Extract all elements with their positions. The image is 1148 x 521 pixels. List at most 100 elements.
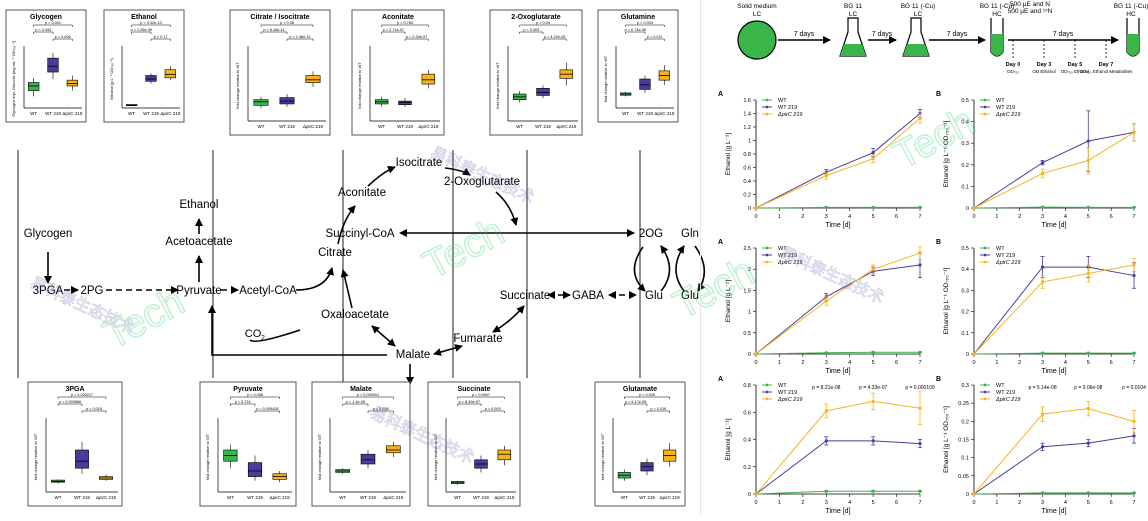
- data-point: [1086, 139, 1090, 143]
- chart-xtick-label: 1: [995, 500, 998, 506]
- data-point: [1040, 412, 1045, 416]
- p-value-label: p = 1.26e-09: [131, 28, 152, 32]
- boxplot-category: ΔpirC 219: [96, 495, 117, 500]
- chart-ytick-label: 0.8: [743, 152, 751, 158]
- node-oxaloacetate: Oxaloacetate: [321, 309, 389, 321]
- boxplot-category: ΔpirC 219: [62, 111, 83, 116]
- chart-ytick-label: 0.3: [961, 383, 969, 389]
- chart-ytick-label: 0.6: [743, 166, 751, 172]
- legend-label: WT: [778, 246, 787, 252]
- chart-ytick-label: 1.6: [743, 98, 751, 104]
- series-line-2: [755, 117, 921, 209]
- p-value-label: p = 1.1e-06: [346, 400, 365, 404]
- legend-label: WT 219: [778, 390, 797, 396]
- chart-xtick-label: 5: [872, 500, 875, 506]
- boxplot-category: WT 219: [45, 111, 61, 116]
- node-gln: Gln: [681, 228, 699, 240]
- node-pg2: 2PG: [80, 285, 103, 297]
- legend-label: WT 219: [778, 253, 797, 259]
- workflow-step-top: Solid medium: [737, 3, 776, 10]
- boxplot-ylabel: fold change relative to WT: [603, 55, 608, 102]
- boxplot-title: Malate: [350, 386, 372, 393]
- significance-bracket: [367, 410, 394, 413]
- chart-ytick-label: 0: [748, 206, 751, 212]
- legend-marker: [765, 260, 769, 264]
- boxplot-category: WT: [30, 111, 37, 116]
- chart-xtick-label: 6: [1110, 360, 1113, 366]
- chart-ytick-label: 0.25: [958, 401, 969, 407]
- chart-xtick-label: 0: [754, 214, 757, 220]
- series-line-1: [755, 264, 921, 355]
- boxplot-box: [253, 99, 269, 106]
- data-point: [972, 492, 976, 496]
- legend-label: ΔpirC 219: [777, 260, 802, 266]
- node-pyruvate: Pyruvate: [176, 285, 221, 297]
- chart-ytick-label: 0.4: [961, 120, 969, 126]
- chart-xlabel: Time [d]: [1041, 508, 1066, 515]
- legend-marker: [983, 383, 987, 387]
- chart-xtick-label: 4: [848, 500, 851, 506]
- legend-label: WT: [778, 383, 787, 389]
- boxplot-category: WT: [622, 111, 629, 116]
- series-line-2: [973, 131, 1135, 209]
- legend-marker: [765, 112, 769, 116]
- data-point: [1040, 491, 1045, 495]
- data-point: [918, 263, 922, 267]
- flask-culture: [903, 44, 929, 56]
- data-point: [918, 406, 922, 410]
- workflow-arrow-label: 7 days: [872, 31, 893, 38]
- data-point: [1132, 419, 1136, 423]
- node-acetylcoa: Acetyl-CoA: [239, 285, 297, 297]
- data-point: [918, 441, 922, 446]
- p-value-label: p = 0.016: [650, 407, 666, 411]
- workflow-step-bottom: HC: [1126, 11, 1136, 18]
- chart-ytick-label: 1.2: [743, 125, 751, 131]
- legend-marker: [765, 105, 769, 109]
- significance-bracket: [480, 410, 505, 413]
- data-point: [871, 151, 875, 155]
- legend-marker: [765, 246, 769, 250]
- boxplot-ylabel: fold change relative to WT: [495, 62, 500, 109]
- p-value-label: p = 4.22e-05: [544, 35, 565, 39]
- arrow-glu-2og: [660, 245, 671, 292]
- boxplot-ylabel: fold change relative to WT: [600, 433, 605, 480]
- arrow-aconitate-isocitrate: [367, 166, 396, 187]
- chart-ytick-label: 1.5: [743, 288, 751, 294]
- node-og2: 2OG: [639, 228, 663, 240]
- data-point: [918, 205, 922, 209]
- data-point: [1132, 273, 1136, 278]
- node-isocitrate: Isocitrate: [396, 157, 443, 169]
- data-point: [1040, 351, 1045, 355]
- chart-xtick-label: 4: [848, 214, 851, 220]
- data-point: [1086, 491, 1090, 495]
- chart-ylabel: Ethanol [g L⁻¹ OD₇₅₀⁻¹]: [943, 267, 950, 334]
- boxplot-frame: [103, 9, 185, 123]
- chart-xtick-label: 4: [848, 360, 851, 366]
- chart-ytick-label: 0: [748, 352, 751, 358]
- chart-xtick-label: 3: [1041, 360, 1044, 366]
- boxplot-ylabel: Ethanol [g L⁻¹ OD₇₅₀⁻¹]: [109, 58, 114, 99]
- workflow-arrow-label: 7 days: [1053, 31, 1074, 38]
- legend-marker: [983, 253, 987, 257]
- chart-ytick-label: 0.4: [961, 267, 969, 273]
- significance-bracket: [230, 403, 256, 406]
- arrow-2og-glu: [633, 246, 646, 292]
- significance-bracket: [57, 396, 107, 399]
- boxplot-category: ΔpirC 219: [660, 495, 681, 500]
- day-label: Day 5: [1068, 62, 1083, 68]
- data-point: [1040, 161, 1045, 165]
- boxplot-category: WT 219: [639, 495, 655, 500]
- chart-xtick-label: 7: [1132, 500, 1135, 506]
- chart-ytick-label: 0.5: [961, 98, 969, 104]
- arrow-oxalo-citrate: [340, 269, 353, 309]
- boxplot-frame: [597, 9, 679, 123]
- boxplot-category: WT: [227, 495, 234, 500]
- boxplot-box: [360, 453, 376, 465]
- significance-bracket: [52, 38, 73, 41]
- significance-bracket: [457, 396, 505, 399]
- significance-bracket: [286, 38, 314, 41]
